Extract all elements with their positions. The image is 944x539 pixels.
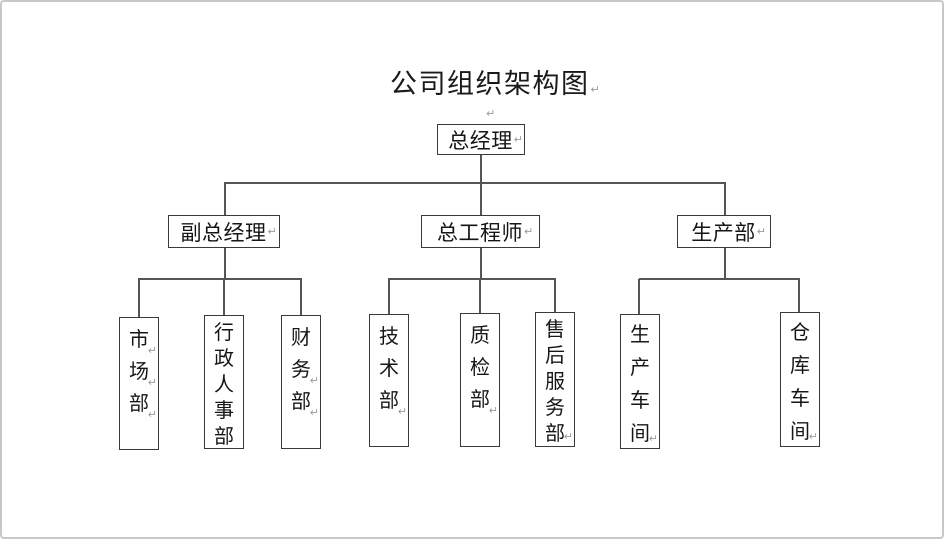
org-node-label: 售后服务部: [545, 317, 565, 445]
connector-line: [300, 279, 302, 315]
line-break-mark: ↵: [486, 107, 496, 120]
connector-line: [638, 279, 640, 314]
connector-line: [639, 278, 800, 280]
line-break-mark: ↵: [808, 430, 818, 443]
org-node-marketing-dept[interactable]: 市场部 ↵ ↵ ↵: [119, 317, 159, 450]
connector-line: [480, 248, 482, 279]
org-node-label: 质检部: [470, 323, 490, 411]
connector-line: [388, 278, 556, 280]
org-node-label: 总经理: [448, 128, 513, 153]
org-node-chief-engineer[interactable]: 总工程师↵: [421, 215, 540, 248]
org-node-label: 仓库车间: [790, 320, 810, 443]
org-node-warehouse-workshop[interactable]: 仓库车间 ↵: [780, 312, 820, 447]
org-node-label: 生产车间: [630, 322, 650, 445]
org-node-production-dept[interactable]: 生产部↵: [677, 215, 771, 248]
line-break-mark: ↵: [309, 374, 319, 387]
connector-line: [724, 248, 726, 279]
line-break-mark: ↵: [309, 406, 319, 419]
connector-line: [224, 248, 226, 279]
org-node-label: 总工程师: [437, 220, 523, 245]
org-node-label: 财务部: [291, 325, 311, 413]
connector-line: [388, 279, 390, 314]
connector-line: [138, 279, 140, 317]
line-break-mark: ↵: [648, 432, 658, 445]
connector-line: [479, 279, 481, 313]
org-node-admin-hr-dept[interactable]: 行政人事部: [204, 315, 244, 449]
connector-line: [798, 279, 800, 312]
connector-line: [224, 182, 726, 184]
org-node-general-manager[interactable]: 总经理↵: [437, 124, 525, 155]
org-node-label: 市场部: [129, 327, 149, 415]
connector-line: [223, 279, 225, 315]
connector-line: [480, 155, 482, 183]
org-node-label: 行政人事部: [214, 320, 234, 448]
chart-title: 公司组织架构图↵: [390, 69, 602, 100]
line-break-mark: ↵: [488, 404, 498, 417]
org-node-technology-dept[interactable]: 技术部 ↵: [369, 314, 409, 447]
org-node-after-sales-service-dept[interactable]: 售后服务部 ↵: [535, 312, 575, 447]
org-node-deputy-general-manager[interactable]: 副总经理↵: [168, 215, 280, 248]
connector-line: [480, 183, 482, 215]
line-break-mark: ↵: [397, 405, 407, 418]
connector-line: [724, 183, 726, 215]
org-node-label: 生产部: [691, 220, 756, 245]
line-break-mark: ↵: [147, 376, 157, 389]
line-break-mark: ↵: [147, 408, 157, 421]
org-node-label: 副总经理: [180, 220, 267, 245]
connector-line: [138, 278, 302, 280]
connector-line: [554, 279, 556, 312]
connector-line: [224, 183, 226, 215]
line-break-mark: ↵: [147, 344, 157, 357]
chart-title-text: 公司组织架构图: [390, 69, 590, 100]
line-break-mark: ↵: [563, 430, 573, 443]
org-node-finance-dept[interactable]: 财务部 ↵ ↵: [281, 315, 321, 449]
org-node-label: 技术部: [379, 324, 399, 412]
org-node-production-workshop[interactable]: 生产车间 ↵: [620, 314, 660, 449]
org-node-quality-inspection-dept[interactable]: 质检部 ↵: [460, 313, 500, 447]
